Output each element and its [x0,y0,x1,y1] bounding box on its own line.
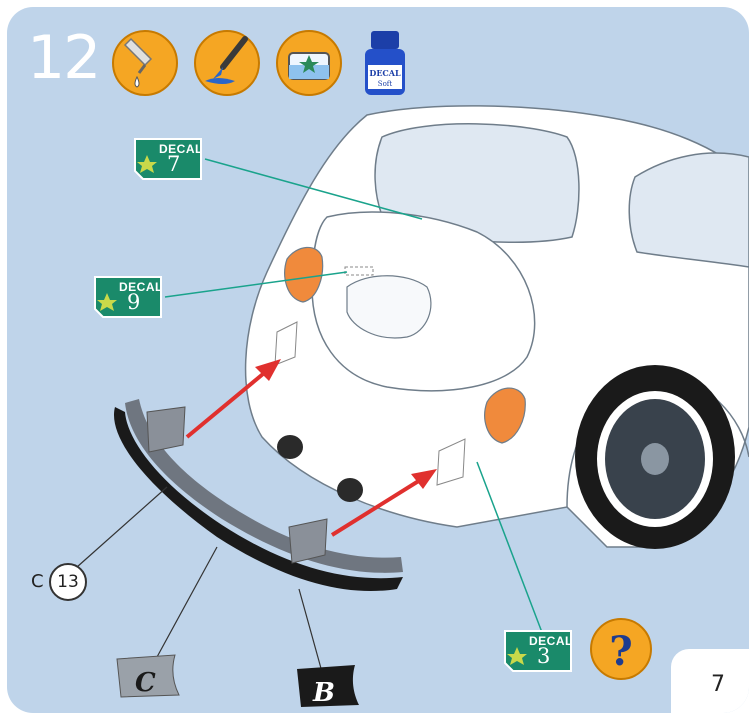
assembly-illustration: C B ? [7,7,749,713]
flag-b-label: B [312,678,335,708]
exhaust-pipe-right [337,478,363,502]
decal-label-9: DECAL 9 [93,275,163,319]
decal-word: DECAL [159,142,203,156]
exhaust-pipe-left [277,435,303,459]
help-symbol: ? [609,628,632,675]
decal-word: DECAL [529,634,573,648]
leader-part-c13 [77,487,167,567]
leader-flag-c [157,547,217,657]
decal-word: DECAL [119,280,163,294]
decal-label-3: DECAL 3 [503,629,573,673]
decal-number: 9 [127,290,140,314]
flag-c-label: C [135,668,156,698]
decal-9-position [345,267,373,275]
bumper-bracket-left [147,407,185,452]
side-window [629,153,749,267]
page-number: 7 [711,672,725,697]
decal-label-7: DECAL 7 [133,137,203,181]
bumper-bracket-right [289,519,327,563]
step-panel: 12 DECAL Soft [7,7,749,713]
part-sprue-letter: C [31,571,44,592]
decal-number: 3 [537,644,550,668]
leader-flag-b [299,589,322,672]
decal-number: 7 [167,152,180,176]
page-number-tab [671,649,749,713]
part-number-circle: 13 [49,563,87,601]
